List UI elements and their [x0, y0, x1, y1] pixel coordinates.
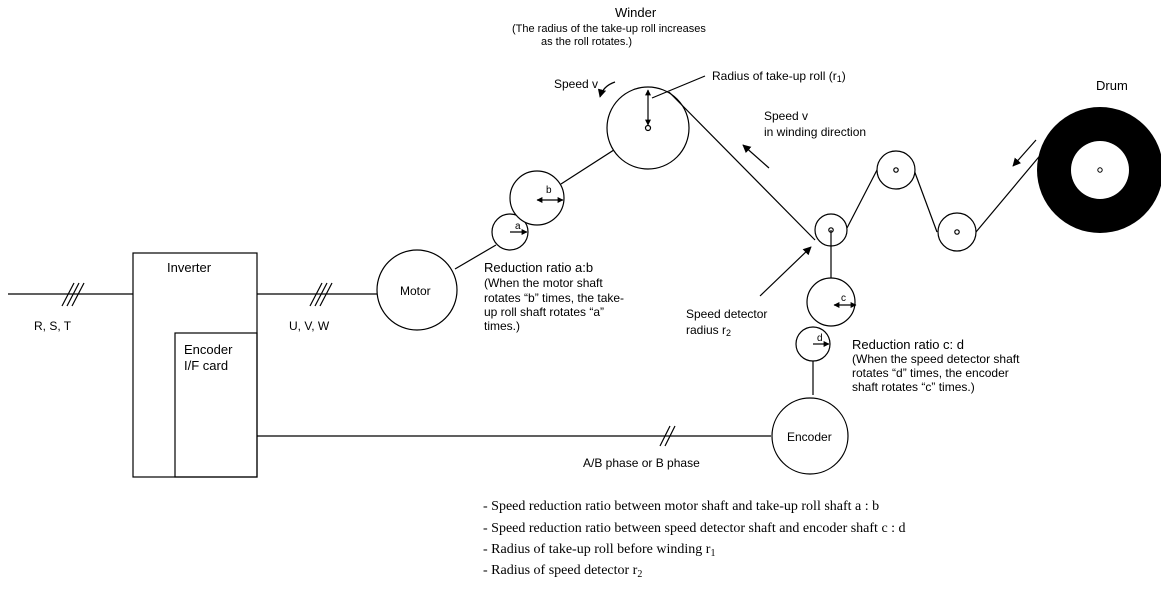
note-item: - Radius of speed detector r2 — [483, 563, 642, 580]
ratio-cd-line-2: rotates “d” times, the encoder — [852, 366, 1009, 380]
encoder-card-label-2: I/F card — [184, 358, 228, 373]
drum-label: Drum — [1096, 78, 1128, 93]
inverter-label: Inverter — [167, 260, 212, 275]
encoder-card-label-1: Encoder — [184, 342, 233, 357]
encoder-if-card-box — [174, 332, 258, 478]
idler-roller-top-center — [893, 167, 899, 173]
detector-label-2: radius r2 — [686, 323, 731, 338]
ratio-cd-line-1: (When the speed detector shaft — [852, 352, 1020, 366]
ratio-ab-line-3: up roll shaft rotates “a” — [484, 305, 604, 319]
winder-note-1: (The radius of the take-up roll increase… — [512, 23, 706, 35]
web-path — [668, 91, 1044, 241]
note-item: - Radius of take-up roll before winding … — [483, 542, 715, 559]
detector-pointer-arrow — [759, 246, 812, 297]
uvw-label: U, V, W — [289, 319, 330, 333]
ab-phase-label: A/B phase or B phase — [583, 456, 700, 470]
idler-roller-right-center — [954, 229, 960, 235]
gear-a-label: a — [515, 221, 521, 232]
gear-b-label: b — [546, 185, 552, 196]
speed-v-dir-label-2: in winding direction — [764, 125, 866, 139]
ratio-ab-line-4: times.) — [484, 319, 520, 333]
encoder-label: Encoder — [787, 430, 832, 444]
winding-direction-arrow — [742, 144, 770, 169]
take-up-roll-radius-leader — [651, 75, 706, 99]
winder-title: Winder — [615, 5, 657, 20]
winder-note-2: as the roll rotates.) — [541, 36, 632, 48]
ratio-cd-title: Reduction ratio c: d — [852, 337, 964, 352]
take-up-roll-center — [644, 124, 652, 132]
drum-feed-arrow — [1012, 139, 1037, 167]
note-item: - Speed reduction ratio between speed de… — [483, 521, 906, 536]
gear-d-label: d — [817, 333, 823, 344]
drum-center — [1097, 167, 1103, 173]
ratio-cd-line-3: shaft rotates “c” times.) — [852, 380, 975, 394]
ratio-ab-line-2: rotates “b” times, the take- — [484, 291, 624, 305]
detector-label-1: Speed detector — [686, 307, 767, 321]
motor-label: Motor — [400, 284, 431, 298]
radius-takeup-label: Radius of take-up roll (r1) — [712, 69, 846, 84]
rst-label: R, S, T — [34, 319, 72, 333]
speed-v-dir-label-1: Speed v — [764, 109, 808, 123]
motor-power-line — [257, 282, 379, 307]
notes-list: - Speed reduction ratio between motor sh… — [483, 499, 906, 580]
encoder-circle — [771, 397, 849, 475]
motor-shaft-link — [454, 244, 497, 270]
note-item: - Speed reduction ratio between motor sh… — [483, 499, 879, 514]
gear-b-circle — [509, 170, 565, 226]
speed-v-winder-label: Speed v — [554, 77, 598, 91]
power-input-line — [8, 282, 133, 307]
gear-c-label: c — [841, 293, 846, 304]
motor-circle — [376, 249, 458, 331]
gear-c-circle — [806, 277, 856, 327]
encoder-signal-line — [257, 425, 771, 447]
ratio-ab-title: Reduction ratio a:b — [484, 260, 593, 275]
winder-rotation-arrow — [597, 81, 616, 98]
ratio-ab-line-1: (When the motor shaft — [484, 276, 603, 290]
